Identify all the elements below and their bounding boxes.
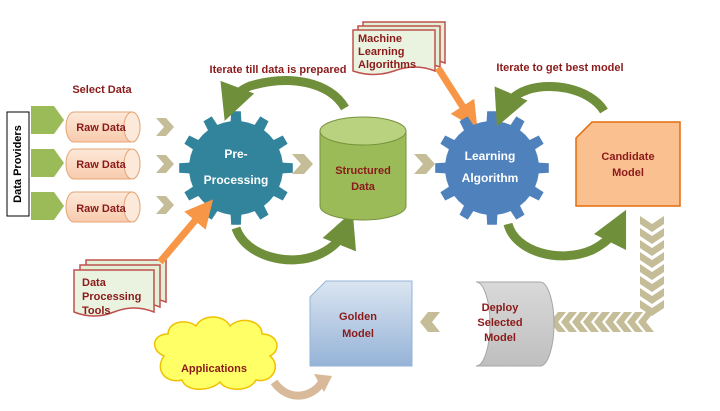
golden-label-2: Model	[342, 328, 374, 340]
deploy-label-3: Model	[484, 332, 516, 344]
ml-algorithms-label-2: Learning	[358, 46, 404, 58]
chevron-left-5	[594, 312, 610, 332]
loop-arrow-top-right	[494, 81, 608, 127]
loop-arrow-bottom-right	[503, 209, 627, 261]
chevron-left-8	[561, 312, 577, 332]
chevron-down-7	[640, 288, 664, 304]
preprocessing-label-2: Processing	[204, 173, 269, 187]
chevron-down-6	[640, 276, 664, 292]
chevron-raw-3	[156, 196, 174, 214]
golden-model: Golden Model	[309, 280, 413, 367]
learning-label-2: Algorithm	[462, 171, 519, 185]
orange-arrow-algorithms	[435, 66, 478, 130]
ml-algorithms-docs: Machine Learning Algorithms	[352, 21, 446, 76]
raw-data-label-2: Raw Data	[76, 159, 126, 171]
deploy-model-shape: Deploy Selected Model	[475, 281, 555, 367]
raw-data-source-3: Raw Data	[65, 191, 141, 223]
candidate-label-1: Candidate	[601, 151, 654, 163]
loop-arrow-top-left	[220, 76, 349, 121]
orange-arrow-tools	[157, 199, 214, 265]
deploy-label-1: Deploy	[482, 302, 520, 314]
provider-arrow-2	[31, 149, 64, 177]
provider-arrow-3	[31, 192, 64, 220]
gear2-shape	[435, 111, 549, 225]
chevron-raw-1	[156, 118, 174, 136]
tools-label-2: Processing	[82, 291, 141, 303]
iterate-data-label: Iterate till data is prepared	[210, 64, 347, 76]
tools-label-3: Tools	[82, 305, 111, 317]
structured-data-cylinder: Structured Data	[319, 116, 407, 221]
chevron-down-3	[640, 240, 664, 256]
structured-label-2: Data	[351, 181, 376, 193]
chevron-down-2	[640, 228, 664, 244]
chevron-left-7	[572, 312, 588, 332]
candidate-model: Candidate Model	[575, 121, 681, 207]
learning-algorithm-gear: Learning Algorithm	[435, 111, 549, 225]
golden-label-1: Golden	[339, 311, 377, 323]
applications-arrow	[270, 379, 326, 400]
chevron-pre-to-structured	[292, 154, 313, 174]
preprocessing-label-1: Pre-	[224, 147, 247, 161]
chevron-down-4	[640, 252, 664, 268]
loop-arrow-bottom-left	[231, 211, 357, 265]
chevron-left-4	[605, 312, 621, 332]
ml-algorithms-label-1: Machine	[358, 33, 402, 45]
structured-label-1: Structured	[335, 165, 391, 177]
chevron-left-6	[583, 312, 599, 332]
gear1-shape	[179, 111, 293, 225]
raw-data-label-3: Raw Data	[76, 203, 126, 215]
chevron-chain-down	[640, 216, 664, 316]
applications-arrow-head	[314, 374, 332, 392]
chevron-structured-to-learning	[414, 154, 435, 174]
candidate-label-2: Model	[612, 167, 644, 179]
ml-algorithms-label-3: Algorithms	[358, 59, 416, 71]
provider-arrow-1	[31, 106, 64, 134]
chevron-deploy-to-golden	[420, 312, 440, 332]
applications-label: Applications	[181, 363, 247, 375]
raw-data-source-1: Raw Data	[65, 111, 141, 143]
raw-data-source-2: Raw Data	[65, 148, 141, 180]
chevron-left-1	[638, 312, 654, 332]
deploy-label-2: Selected	[477, 317, 522, 329]
applications-cloud: Applications	[154, 316, 278, 390]
chevron-raw-2	[156, 155, 174, 173]
learning-label-1: Learning	[465, 149, 516, 163]
chevron-down-5	[640, 264, 664, 280]
data-processing-tools-docs: Data Processing Tools	[73, 259, 167, 317]
chevron-left-2	[627, 312, 643, 332]
data-providers-box	[6, 111, 30, 217]
data-providers-label: Data Providers	[12, 125, 24, 203]
preprocessing-gear: Pre- Processing	[179, 111, 293, 225]
chevron-chain-left	[550, 312, 654, 332]
data-providers-group: Data Providers	[6, 106, 64, 220]
iterate-model-label: Iterate to get best model	[496, 62, 623, 74]
select-data-label: Select Data	[72, 84, 132, 96]
chevron-left-3	[616, 312, 632, 332]
tools-label-1: Data	[82, 277, 107, 289]
raw-data-label-1: Raw Data	[76, 122, 126, 134]
chevron-down-1	[640, 216, 664, 232]
